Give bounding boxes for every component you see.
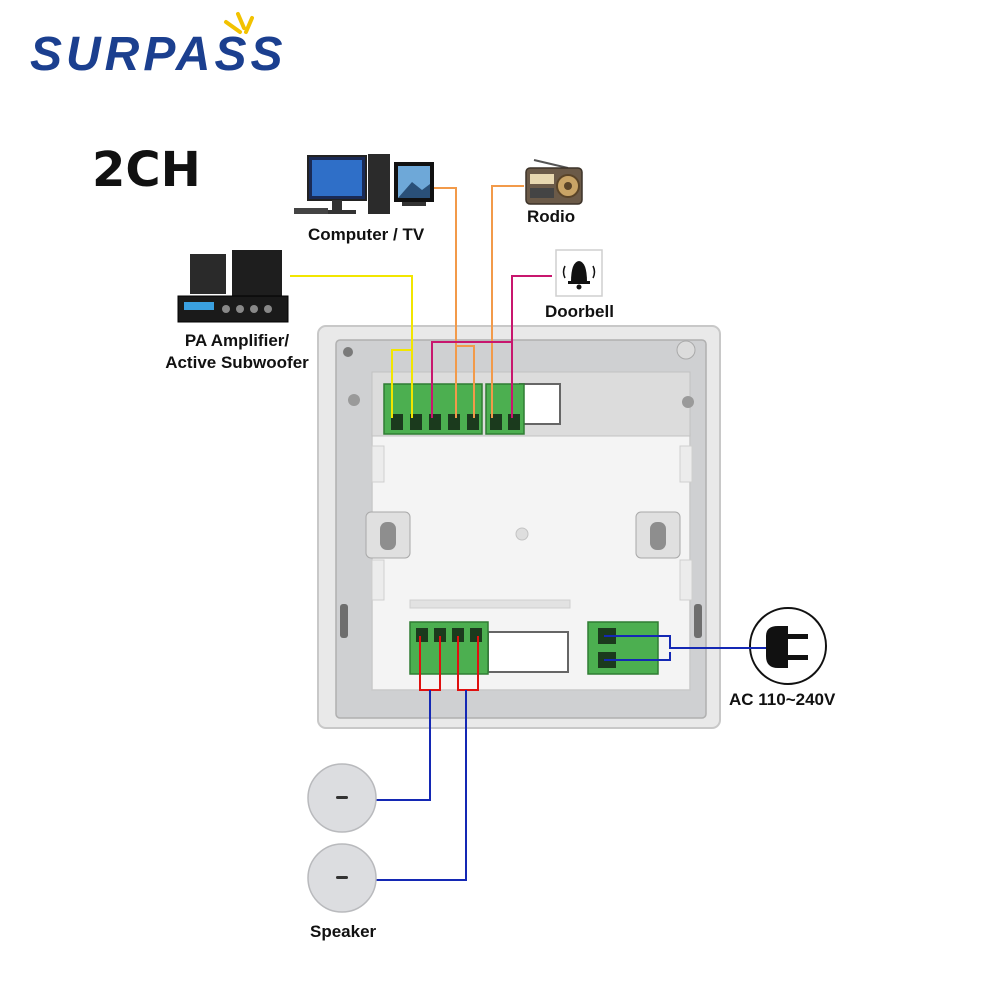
power-plug-icon — [748, 607, 827, 685]
channel-label: 2CH — [92, 142, 201, 198]
brand-logo-text: SURPASS — [30, 28, 287, 81]
doorbell-label: Doorbell — [545, 302, 614, 321]
speaker-icon — [307, 763, 377, 833]
wire-doorbell-b — [431, 341, 512, 418]
input-terminal-block — [383, 383, 525, 435]
power-terminal-block — [587, 621, 659, 675]
wire-power-1 — [604, 635, 748, 649]
wire-radio — [491, 185, 524, 418]
radio-label: Rodio — [527, 207, 576, 226]
wire-doorbell — [511, 275, 552, 418]
wire-power-2 — [604, 652, 671, 661]
brand-logo: SURPASS — [30, 12, 287, 81]
wiring — [290, 185, 748, 881]
speaker-label: Speaker — [310, 922, 377, 941]
radio-icon — [525, 159, 583, 205]
amplifier-icon — [177, 250, 289, 323]
wire-speaker2-red — [457, 636, 479, 691]
speaker-icon — [307, 843, 377, 913]
doorbell-icon — [555, 249, 603, 297]
wire-amplifier-l — [391, 349, 412, 418]
amplifier-label-1: PA Amplifier/ — [184, 331, 290, 350]
amplifier-label-2: Active Subwoofer — [165, 353, 309, 372]
speaker-terminal-block — [409, 621, 489, 675]
power-label: AC 110~240V — [729, 690, 836, 709]
wire-amplifier — [290, 275, 413, 418]
wire-computer-r — [456, 345, 475, 418]
computer-monitor-icon — [294, 154, 434, 214]
wire-speaker1-blue — [376, 690, 431, 801]
wire-speaker2-blue — [376, 690, 467, 881]
computer-tv-label: Computer / TV — [308, 225, 425, 244]
